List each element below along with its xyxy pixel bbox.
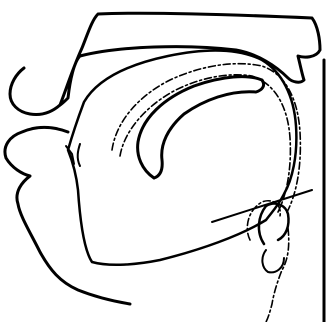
vocal-tract-line-drawing bbox=[0, 0, 330, 322]
